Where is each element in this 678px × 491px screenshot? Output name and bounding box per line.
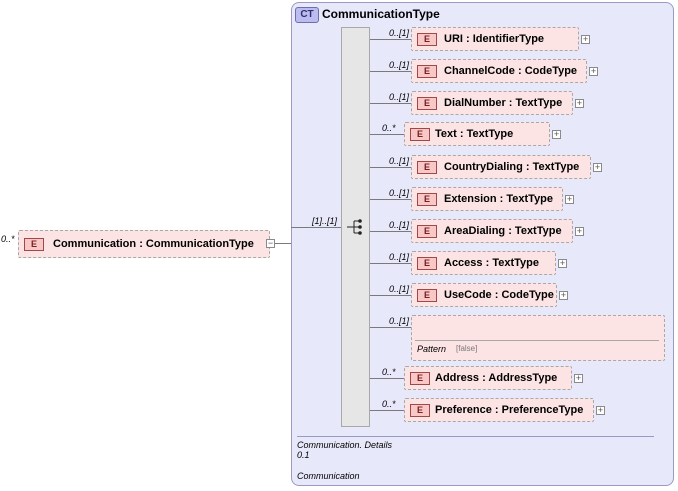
expand-icon[interactable]: + [565, 194, 574, 204]
expand-icon[interactable]: + [596, 405, 605, 415]
pattern-value: [false] [456, 344, 478, 353]
expand-icon[interactable]: + [558, 258, 567, 268]
root-element-type: CommunicationType [145, 238, 254, 250]
connector-root [275, 243, 291, 244]
connector-child [370, 103, 411, 104]
connector-child [370, 199, 411, 200]
child-element-name: Extension [444, 193, 497, 205]
element-badge-icon: E [417, 97, 437, 110]
footer-divider [297, 436, 654, 437]
child-cardinality: 0..[1] [389, 188, 410, 198]
child-element-type: TextType [492, 257, 539, 269]
element-badge-icon: E [410, 372, 430, 385]
child-element-name: Access [444, 257, 483, 269]
child-element-name: AreaDialing [444, 225, 506, 237]
child-cardinality: 0..[1] [389, 28, 410, 38]
complex-type-badge-icon: CT [295, 7, 319, 23]
connector-child [370, 327, 411, 328]
root-element-name: Communication [53, 238, 137, 250]
child-cardinality: 0..* [382, 399, 396, 409]
expand-icon[interactable]: + [593, 162, 602, 172]
connector-child [370, 410, 404, 411]
child-cardinality: 0..[1] [389, 316, 410, 326]
child-element-name: Address [435, 372, 480, 384]
connector-child [370, 39, 411, 40]
child-element-type: TextType [466, 128, 514, 140]
child-cardinality: 0..[1] [389, 60, 410, 70]
root-cardinality: 0..* [1, 234, 15, 244]
footer-name: Communication [297, 471, 360, 481]
connector-child [370, 295, 411, 296]
child-element-name: ChannelCode [444, 65, 515, 77]
connector-child [370, 263, 411, 264]
child-element-type: PreferenceType [501, 404, 584, 416]
expand-icon[interactable]: + [574, 373, 583, 383]
root-element-communication[interactable]: E Communication : CommunicationType [18, 230, 270, 258]
child-cardinality: 0..* [382, 367, 396, 377]
footer-version: 0.1 [297, 450, 310, 460]
child-element-type: CodeType [524, 65, 578, 77]
child-element-type: TextType [506, 193, 554, 205]
expand-icon[interactable]: + [552, 129, 561, 139]
connector-child [370, 231, 411, 232]
child-element-type: TextType [514, 225, 562, 237]
child-cardinality: 0..[1] [389, 156, 410, 166]
child-element-name: CountryDialing [444, 161, 523, 173]
connector-child [370, 134, 404, 135]
connector-child [370, 378, 404, 379]
pattern-label: Pattern [417, 344, 447, 354]
expand-icon[interactable]: + [575, 98, 584, 108]
child-element-name: URI [444, 33, 463, 45]
element-badge-icon: E [417, 193, 437, 206]
child-cardinality: 0..* [382, 123, 396, 133]
child-element-type: CodeType [501, 289, 554, 301]
child-cardinality: 0..[1] [389, 252, 410, 262]
expand-icon[interactable]: + [575, 226, 584, 236]
child-element-name: DialNumber [444, 97, 506, 109]
child-element-type: IdentifierType [472, 33, 545, 45]
connector-child [370, 71, 411, 72]
element-badge-icon: E [417, 65, 437, 78]
element-badge-icon: E [417, 33, 437, 46]
element-badge-icon: E [24, 238, 44, 251]
child-element-type: AddressType [488, 372, 558, 384]
complex-type-title: CommunicationType [322, 7, 440, 21]
child-element-name: Text [435, 128, 457, 140]
expand-icon[interactable]: + [559, 290, 568, 300]
collapse-icon[interactable]: − [266, 238, 275, 248]
element-badge-icon: E [417, 257, 437, 270]
child-cardinality: 0..[1] [389, 284, 410, 294]
element-badge-icon: E [410, 404, 430, 417]
html-preferred-indicator-box [411, 315, 665, 361]
expand-icon[interactable]: + [581, 34, 590, 44]
sequence-compositor-icon [347, 219, 362, 235]
child-element-name: Preference [435, 404, 492, 416]
connector-to-sequence [291, 227, 341, 228]
element-badge-icon: E [410, 128, 430, 141]
element-badge-icon: E [417, 225, 437, 238]
child-element-type: TextType [515, 97, 563, 109]
expand-icon[interactable]: + [589, 66, 598, 76]
pattern-divider [415, 340, 659, 341]
child-element-name: UseCode [444, 289, 492, 301]
element-badge-icon: E [417, 289, 437, 302]
element-badge-icon: E [417, 161, 437, 174]
connector-child [370, 167, 411, 168]
child-cardinality: 0..[1] [389, 220, 410, 230]
sequence-cardinality: [1]..[1] [312, 216, 338, 226]
child-cardinality: 0..[1] [389, 92, 410, 102]
footer-documentation: Communication. Details [297, 440, 393, 450]
child-element-type: TextType [532, 161, 580, 173]
